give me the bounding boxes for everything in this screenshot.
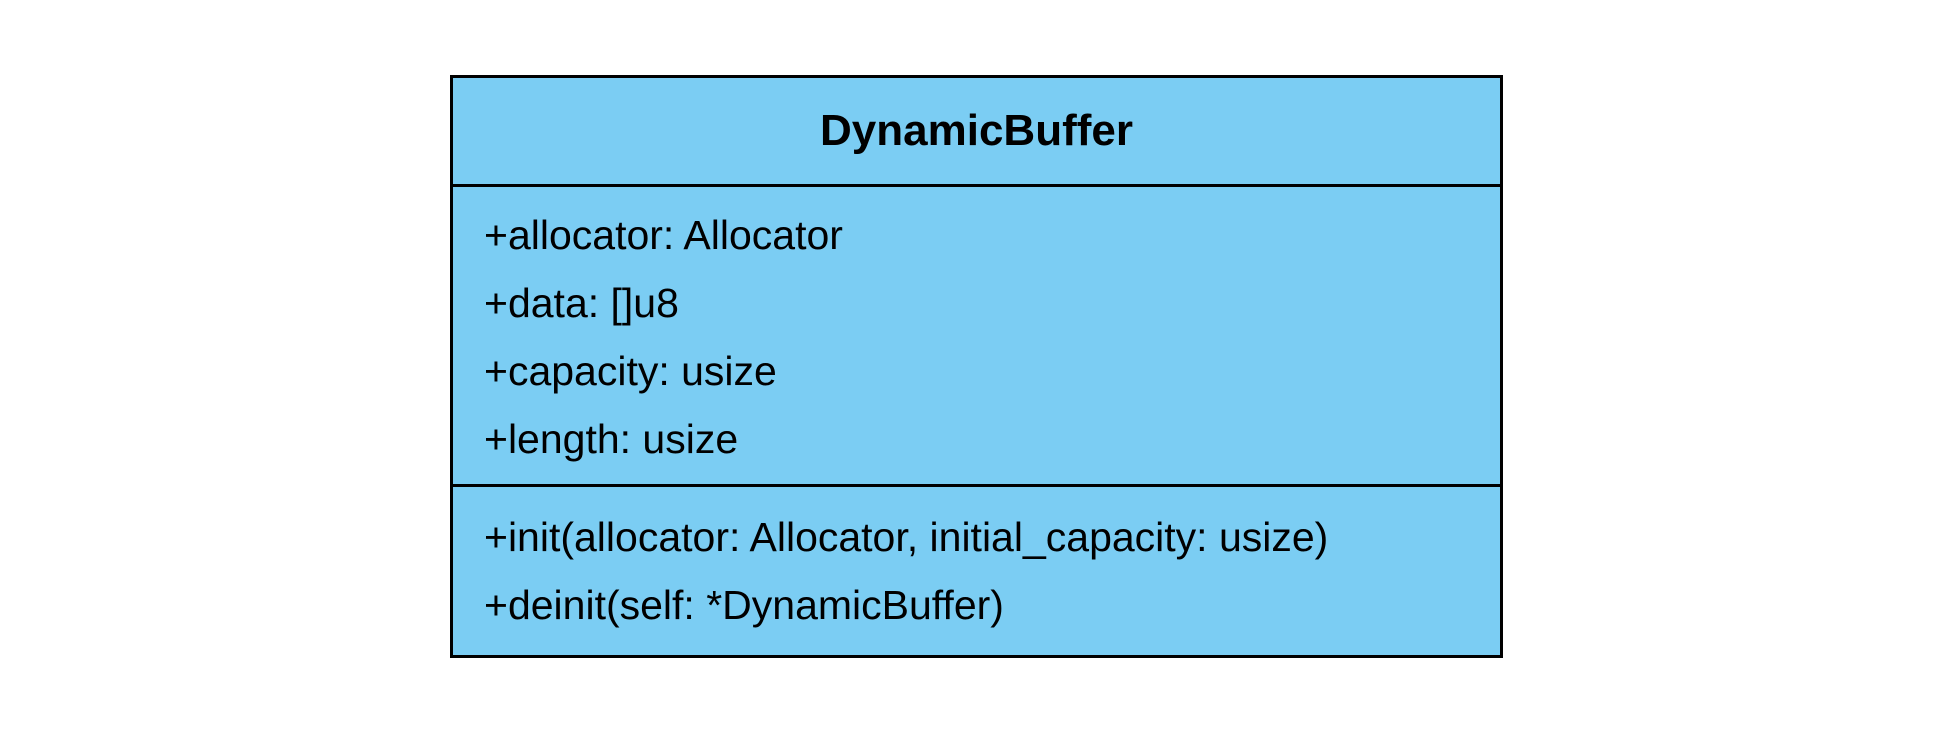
operations-compartment: +init(allocator: Allocator, initial_capa…	[453, 487, 1500, 655]
class-name-compartment: DynamicBuffer	[453, 78, 1500, 187]
attributes-compartment: +allocator: Allocator +data: []u8 +capac…	[453, 187, 1500, 487]
class-name: DynamicBuffer	[820, 106, 1133, 155]
operation-deinit: +deinit(self: *DynamicBuffer)	[484, 582, 1004, 628]
uml-class-box: DynamicBuffer +allocator: Allocator +dat…	[450, 75, 1503, 658]
attribute-capacity: +capacity: usize	[484, 348, 777, 394]
operation-init: +init(allocator: Allocator, initial_capa…	[484, 514, 1329, 560]
attribute-allocator: +allocator: Allocator	[484, 212, 843, 258]
attribute-length: +length: usize	[484, 416, 739, 462]
attribute-data: +data: []u8	[484, 280, 679, 326]
